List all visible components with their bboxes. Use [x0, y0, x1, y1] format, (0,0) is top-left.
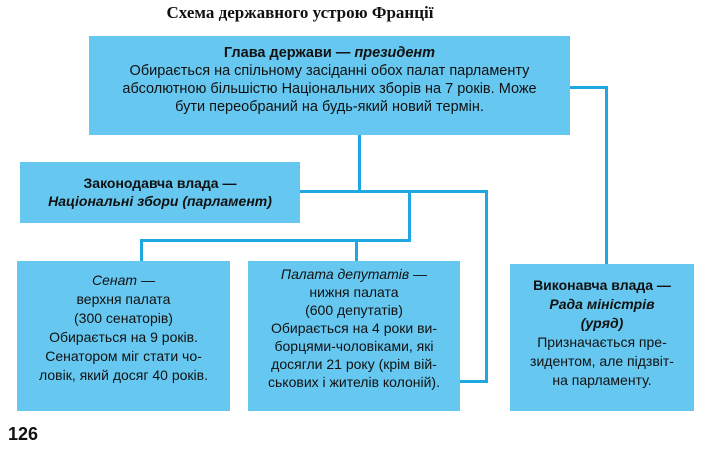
head-of-state-line: абсолютною більшістю Національних зборів…: [122, 81, 537, 97]
senate-line: Обирається на 9 років.: [49, 329, 198, 345]
connector-president-executive-v: [605, 86, 608, 264]
executive-line: на парламенту.: [552, 372, 652, 388]
connector-deputies-executive-h: [460, 380, 488, 383]
connector-chambers-v: [408, 190, 411, 242]
senate-line: ловік, який досяг 40 років.: [39, 367, 208, 383]
senate-box: Сенат — верхня палата (300 сенаторів) Об…: [17, 261, 230, 411]
senate-title: Сенат —: [92, 272, 155, 288]
executive-subtitle-note: (уряд): [580, 315, 624, 331]
deputies-title: Палата депутатів —: [280, 266, 428, 282]
deputies-line: борцями-чоловіками, які: [274, 338, 434, 354]
executive-line: Призначається пре-: [537, 334, 667, 350]
senate-line: верхня палата: [76, 291, 171, 307]
connector-senate-v: [140, 239, 143, 261]
page-number: 126: [8, 424, 39, 444]
deputies-line: нижня палата: [309, 284, 399, 300]
deputies-box: Палата депутатів — нижня палата (600 деп…: [248, 261, 460, 411]
executive-title: Виконавча влада —: [533, 277, 671, 293]
diagram-title: Схема державного устрою Франції: [166, 3, 434, 22]
connector-legislative-executive-v: [485, 190, 488, 383]
senate-line: (300 сенаторів): [74, 310, 173, 326]
senate-line: Сенатором міг стати чо-: [45, 348, 202, 364]
deputies-line: досягли 21 року (крім вій-: [271, 356, 437, 372]
deputies-line: Обирається на 4 роки ви-: [270, 320, 438, 336]
deputies-line: ськових і жителів колоній).: [268, 374, 440, 390]
executive-line: зидентом, але підзвіт-: [530, 353, 674, 369]
deputies-line: (600 депутатів): [305, 302, 403, 318]
executive-box: Виконавча влада — Рада міністрів (уряд) …: [510, 264, 694, 411]
connector-chambers-h: [140, 239, 411, 242]
connector-president-legislative: [358, 135, 361, 193]
head-of-state-title: Глава держави — президент: [223, 45, 436, 61]
legislative-box: Законодавча влада — Національні збори (п…: [20, 162, 300, 223]
connector-deputies-v: [355, 239, 358, 261]
legislative-subtitle: Національні збори (парламент): [48, 193, 272, 209]
connector-legislative-h: [300, 190, 488, 193]
head-of-state-line: бути переобраний на будь-який новий терм…: [175, 99, 484, 115]
executive-subtitle: Рада міністрів: [549, 296, 655, 312]
head-of-state-box: Глава держави — президент Обирається на …: [89, 36, 570, 135]
legislative-title: Законодавча влада —: [83, 175, 237, 191]
connector-president-executive-h: [570, 86, 608, 89]
head-of-state-line: Обирається на спільному засіданні обох п…: [129, 63, 530, 79]
